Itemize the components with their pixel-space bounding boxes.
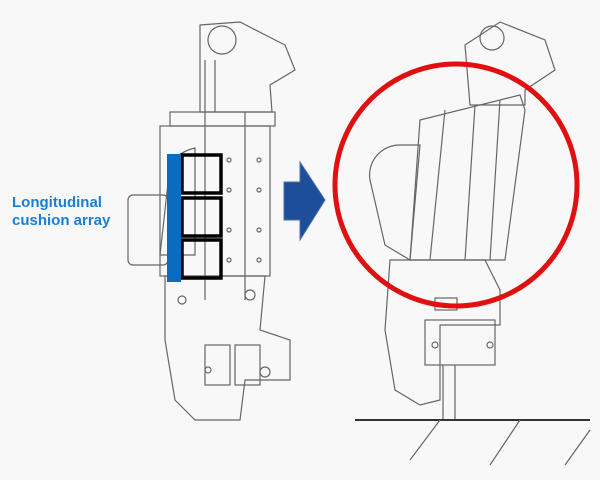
- label-line-1: Longitudinal: [12, 194, 102, 211]
- cushion-highlight-bar: [167, 154, 181, 282]
- label-line-2: cushion array: [12, 212, 111, 229]
- highlight-circle: [332, 61, 580, 309]
- cushion-boxes: [180, 153, 223, 280]
- cushion-array-label: Longitudinal cushion array: [12, 194, 110, 230]
- arrow-icon: [283, 160, 326, 242]
- bolt-holes: [226, 157, 262, 263]
- right-machine: [355, 21, 591, 466]
- left-machine: [127, 21, 296, 421]
